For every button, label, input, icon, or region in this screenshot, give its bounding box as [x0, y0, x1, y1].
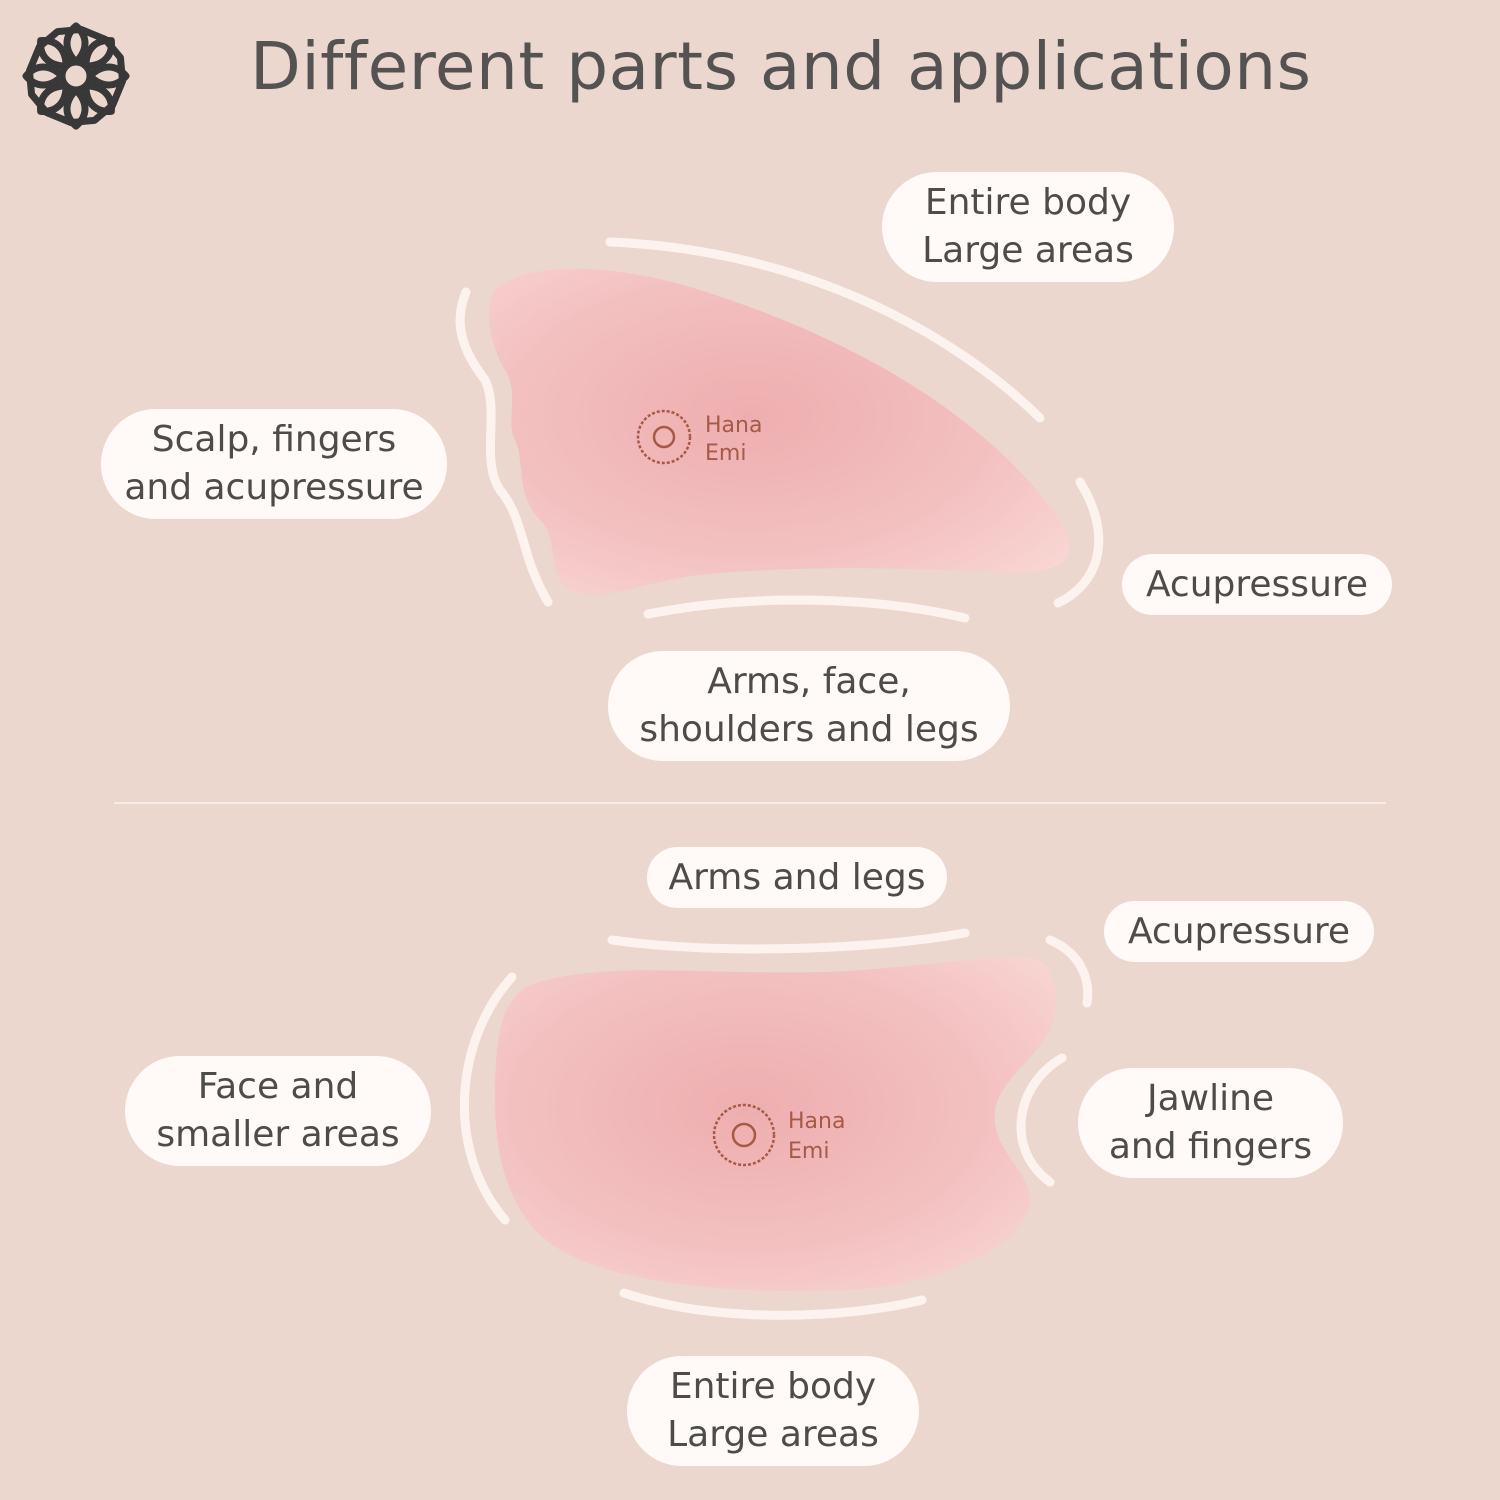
label-line: Jawline [1146, 1078, 1275, 1119]
edge-curve-wing-tip [1053, 477, 1104, 608]
label-line: Entire body [669, 1366, 877, 1407]
edge-curve-heart-bottom [619, 1288, 927, 1320]
label-wing-top: Entire body Large areas [882, 172, 1174, 282]
label-line: and acupressure [124, 467, 424, 508]
svg-text:Emi: Emi [705, 441, 746, 466]
label-line: Large areas [922, 230, 1134, 271]
label-heart-left: Face and smaller areas [125, 1056, 431, 1166]
label-wing-bottom: Arms, face, shoulders and legs [608, 651, 1010, 761]
edge-curve-heart-top [607, 928, 970, 954]
label-line: Large areas [667, 1414, 879, 1455]
engraving-heart: Hana Emi [712, 1103, 845, 1167]
edge-curve-wing-left [455, 287, 553, 607]
edge-curve-heart-notch [1016, 1053, 1067, 1187]
label-wing-left: Scalp, fingers and acupressure [101, 409, 447, 519]
edge-curve-wing-bottom [643, 595, 970, 623]
brand-logo-icon [22, 22, 130, 130]
label-line: Arms and legs [668, 856, 926, 898]
page-title: Different parts and applications [250, 28, 1312, 105]
label-heart-top-right: Acupressure [1104, 901, 1374, 962]
svg-text:Hana: Hana [705, 413, 762, 438]
gua-sha-heart-stone [495, 957, 1056, 1292]
label-line: Acupressure [1145, 563, 1369, 605]
label-line: shoulders and legs [639, 709, 979, 750]
label-line: Face and [197, 1066, 359, 1107]
label-heart-bottom: Entire body Large areas [627, 1356, 919, 1466]
edge-curve-heart-tip [1045, 935, 1093, 1008]
label-line: Scalp, fingers [151, 419, 397, 460]
label-heart-top: Arms and legs [647, 847, 947, 908]
gua-sha-wing-stone [488, 268, 1070, 595]
label-line: and fingers [1108, 1126, 1313, 1167]
section-divider [114, 802, 1386, 804]
label-line: Arms, face, [707, 661, 911, 702]
label-line: Acupressure [1127, 910, 1351, 952]
edge-curve-heart-left [459, 972, 517, 1225]
engraving-wing: Hana Emi [636, 409, 762, 466]
edge-curve-wing-top [605, 237, 1045, 423]
svg-text:Emi: Emi [788, 1139, 829, 1164]
label-line: smaller areas [156, 1114, 400, 1155]
label-line: Entire body [924, 182, 1132, 223]
svg-text:Hana: Hana [788, 1109, 845, 1134]
label-heart-right: Jawline and fingers [1078, 1068, 1343, 1178]
label-wing-right: Acupressure [1122, 554, 1392, 615]
